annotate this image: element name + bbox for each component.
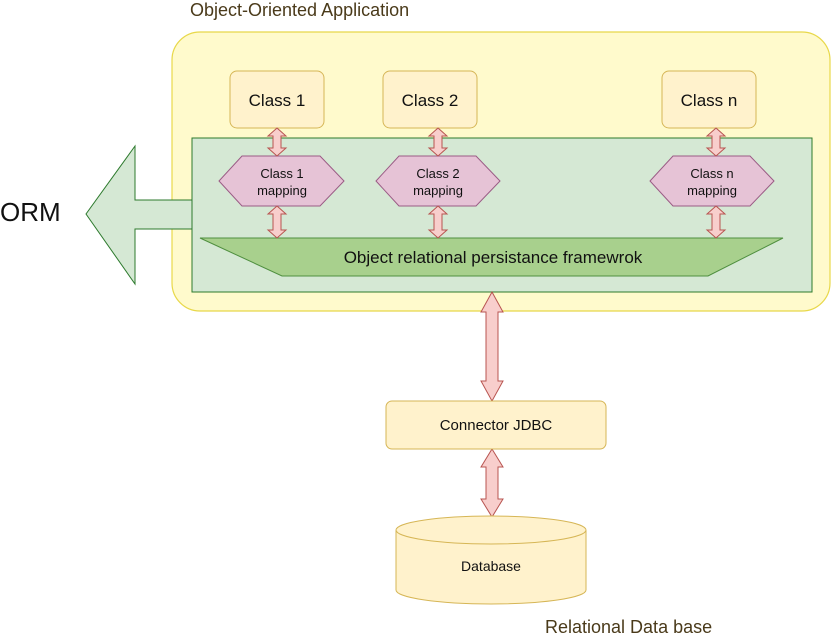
application-title: Object-Oriented Application (190, 0, 409, 20)
mapping-hexagon-2 (375, 155, 501, 207)
class-label-1: Class 1 (249, 91, 306, 110)
mapping-label-2a: Class 2 (416, 166, 459, 181)
relational-database-caption: Relational Data base (545, 617, 712, 635)
double-arrow-class1-mapping (266, 127, 288, 157)
mapping-label-2b: mapping (413, 183, 463, 198)
mapping-hexagon-n (649, 155, 775, 207)
double-arrow-mapping2-framework (427, 205, 449, 239)
framework-label: Object relational persistance framewrok (344, 248, 643, 267)
framework-bar (199, 237, 784, 277)
connector-jdbc-box (385, 400, 607, 450)
double-arrow-mappingn-framework (705, 205, 727, 239)
class-label-2: Class 2 (402, 91, 459, 110)
connector-arrows (266, 127, 727, 518)
class-label-n: Class n (681, 91, 738, 110)
orm-arrow (85, 144, 192, 286)
class-box-n (661, 70, 757, 129)
mapping-label-1a: Class 1 (260, 166, 303, 181)
class-box-2 (382, 70, 478, 129)
mapping-label-nb: mapping (687, 183, 737, 198)
mapping-label-na: Class n (690, 166, 733, 181)
database-cylinder (395, 515, 587, 605)
mapping-hexagon-1 (218, 155, 345, 207)
database-label: Database (461, 558, 521, 574)
mapping-label-1b: mapping (257, 183, 307, 198)
orm-label: ORM (0, 197, 61, 227)
double-arrow-mapping1-framework (266, 205, 288, 239)
double-arrow-class2-mapping (427, 127, 449, 157)
double-arrow-connector-database (480, 448, 504, 518)
connector-jdbc-label: Connector JDBC (440, 417, 553, 434)
double-arrow-framework-connector (480, 290, 504, 403)
double-arrow-classn-mapping (705, 127, 727, 157)
